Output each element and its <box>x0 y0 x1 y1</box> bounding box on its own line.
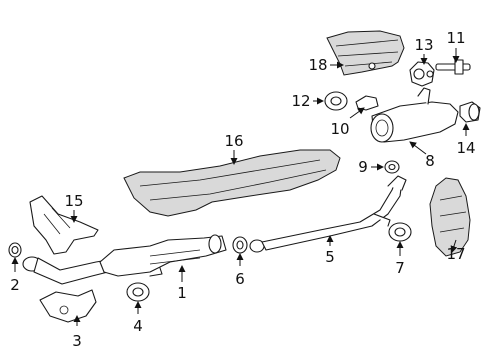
callout-8: 8 <box>425 152 435 170</box>
heat-shield-center[interactable] <box>123 149 341 217</box>
callout-13: 13 <box>414 36 433 54</box>
callout-1: 1 <box>177 284 187 302</box>
callout-3: 3 <box>72 332 82 350</box>
callout-16: 16 <box>224 132 243 150</box>
heat-shield-rear[interactable] <box>429 177 471 257</box>
callout-7: 7 <box>395 259 405 277</box>
callout-9: 9 <box>358 158 368 176</box>
callout-5: 5 <box>325 248 335 266</box>
tail-pipe-tip[interactable] <box>459 101 481 123</box>
callout-4: 4 <box>133 317 143 335</box>
heat-shield-upper[interactable] <box>326 30 405 76</box>
hanger-insulator-rear[interactable] <box>388 222 412 242</box>
clamp-bracket[interactable] <box>355 95 379 111</box>
hanger-ring[interactable] <box>324 91 348 111</box>
front-gasket[interactable] <box>8 242 22 258</box>
callout-15: 15 <box>64 192 83 210</box>
bolt[interactable] <box>435 59 471 75</box>
muffler[interactable] <box>370 87 459 143</box>
front-bracket[interactable] <box>29 195 99 255</box>
callout-17: 17 <box>446 245 465 263</box>
callout-12: 12 <box>291 92 310 110</box>
intermediate-pipe[interactable] <box>249 175 407 253</box>
lower-bracket[interactable] <box>39 289 97 323</box>
callout-18: 18 <box>308 56 327 74</box>
front-exhaust-pipe[interactable] <box>22 234 227 285</box>
callout-11: 11 <box>446 29 465 47</box>
hanger-bracket[interactable] <box>409 61 435 87</box>
callouts: 1 2 3 4 5 6 7 8 9 10 11 12 13 <box>10 29 475 350</box>
center-gasket[interactable] <box>232 236 248 254</box>
callout-14: 14 <box>456 139 475 157</box>
gasket-ring[interactable] <box>384 160 400 174</box>
callout-2: 2 <box>10 276 20 294</box>
callout-6: 6 <box>235 270 245 288</box>
callout-10: 10 <box>330 120 349 138</box>
hanger-insulator-front[interactable] <box>126 282 150 302</box>
